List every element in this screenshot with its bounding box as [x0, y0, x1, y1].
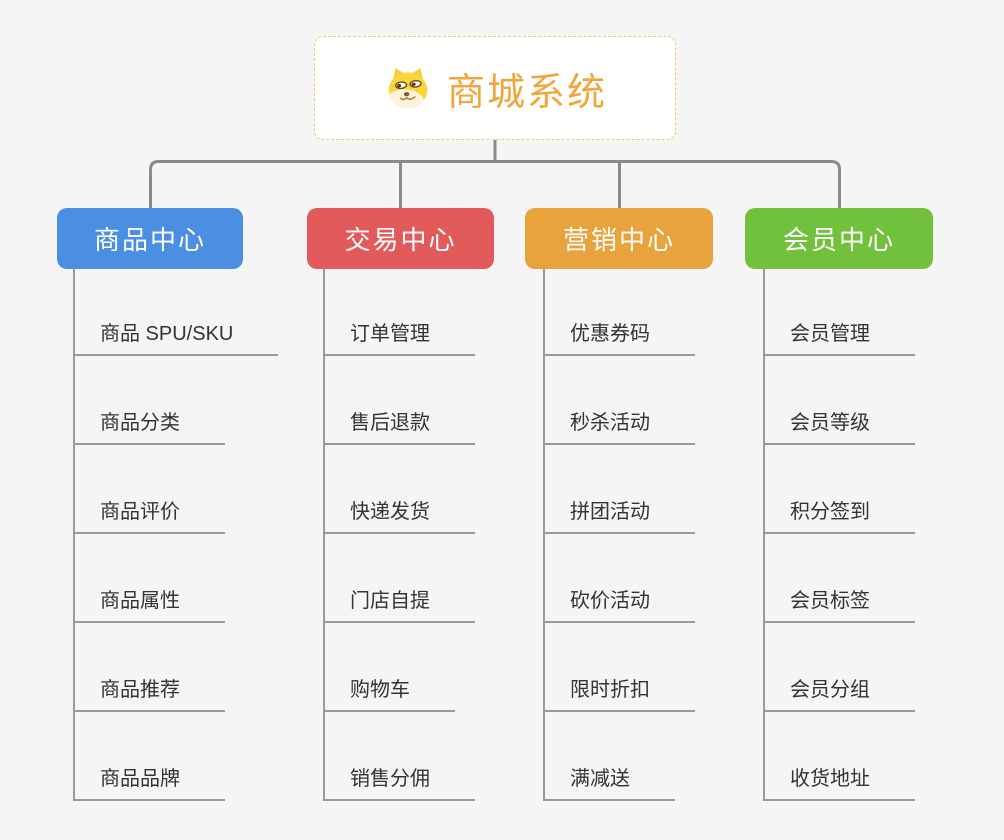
root-node-label: 商城系统 — [446, 71, 607, 114]
leaf-node-flash-sale[interactable]: 秒杀活动 — [543, 356, 695, 445]
leaf-label: 积分签到 — [790, 501, 870, 523]
leaf-node-sales-commission[interactable]: 销售分佣 — [323, 712, 475, 801]
root-node-mall-system[interactable]: 商城系统 — [314, 36, 676, 140]
dog-face-icon — [388, 68, 428, 108]
branch-children-product-center: 商品 SPU/SKU 商品分类 商品评价 商品属性 商品推荐 商品品牌 — [73, 267, 279, 801]
leaf-label: 售后退款 — [350, 412, 430, 434]
leaf-node-member-tag[interactable]: 会员标签 — [763, 534, 915, 623]
leaf-node-product-recommend[interactable]: 商品推荐 — [73, 623, 225, 712]
leaf-node-product-brand[interactable]: 商品品牌 — [73, 712, 225, 801]
leaf-node-points-checkin[interactable]: 积分签到 — [763, 445, 915, 534]
leaf-label: 商品推荐 — [100, 679, 180, 701]
leaf-node-bargain-activity[interactable]: 砍价活动 — [543, 534, 695, 623]
leaf-node-order-management[interactable]: 订单管理 — [323, 267, 475, 356]
leaf-label: 限时折扣 — [570, 679, 650, 701]
branch-node-label: 营销中心 — [562, 225, 675, 255]
leaf-node-product-spu-sku[interactable]: 商品 SPU/SKU — [73, 267, 279, 356]
branch-node-trade-center[interactable]: 交易中心 — [307, 208, 494, 269]
leaf-label: 砍价活动 — [570, 590, 650, 612]
branch-children-member-center: 会员管理 会员等级 积分签到 会员标签 会员分组 收货地址 — [763, 267, 915, 801]
branch-children-trade-center: 订单管理 售后退款 快递发货 门店自提 购物车 销售分佣 — [323, 267, 475, 801]
leaf-node-aftersale-refund[interactable]: 售后退款 — [323, 356, 475, 445]
leaf-label: 商品属性 — [100, 590, 180, 612]
leaf-label: 订单管理 — [350, 323, 430, 345]
leaf-label: 会员等级 — [790, 412, 870, 434]
leaf-node-member-management[interactable]: 会员管理 — [763, 267, 915, 356]
leaf-node-product-attribute[interactable]: 商品属性 — [73, 534, 225, 623]
branch-node-label: 会员中心 — [782, 225, 895, 255]
leaf-label: 商品评价 — [100, 501, 180, 523]
leaf-node-coupon-code[interactable]: 优惠券码 — [543, 267, 695, 356]
branch-node-marketing-center[interactable]: 营销中心 — [525, 208, 713, 269]
leaf-label: 商品分类 — [100, 412, 180, 434]
branch-children-marketing-center: 优惠券码 秒杀活动 拼团活动 砍价活动 限时折扣 满减送 — [543, 267, 695, 801]
leaf-label: 秒杀活动 — [570, 412, 650, 434]
leaf-node-member-group[interactable]: 会员分组 — [763, 623, 915, 712]
leaf-label: 会员标签 — [790, 590, 870, 612]
leaf-label: 满减送 — [570, 768, 630, 790]
leaf-label: 会员分组 — [790, 679, 870, 701]
branch-node-label: 商品中心 — [93, 225, 206, 255]
leaf-label: 快递发货 — [350, 501, 430, 523]
leaf-node-shopping-cart[interactable]: 购物车 — [323, 623, 455, 712]
branch-node-product-center[interactable]: 商品中心 — [57, 208, 243, 269]
leaf-label: 优惠券码 — [570, 323, 650, 345]
leaf-node-store-pickup[interactable]: 门店自提 — [323, 534, 475, 623]
leaf-label: 收货地址 — [790, 768, 870, 790]
leaf-label: 商品 SPU/SKU — [100, 323, 234, 345]
branch-node-member-center[interactable]: 会员中心 — [745, 208, 933, 269]
leaf-node-member-level[interactable]: 会员等级 — [763, 356, 915, 445]
leaf-node-group-buy[interactable]: 拼团活动 — [543, 445, 695, 534]
leaf-node-express-delivery[interactable]: 快递发货 — [323, 445, 475, 534]
leaf-node-limited-time-discount[interactable]: 限时折扣 — [543, 623, 695, 712]
leaf-node-full-reduction[interactable]: 满减送 — [543, 712, 675, 801]
leaf-label: 门店自提 — [350, 590, 430, 612]
leaf-label: 销售分佣 — [350, 768, 430, 790]
leaf-node-product-category[interactable]: 商品分类 — [73, 356, 225, 445]
branch-node-label: 交易中心 — [344, 225, 457, 255]
leaf-label: 商品品牌 — [100, 768, 180, 790]
leaf-label: 拼团活动 — [570, 501, 650, 523]
leaf-label: 购物车 — [350, 679, 410, 701]
leaf-label: 会员管理 — [790, 323, 870, 345]
leaf-node-product-review[interactable]: 商品评价 — [73, 445, 225, 534]
leaf-node-shipping-address[interactable]: 收货地址 — [763, 712, 915, 801]
